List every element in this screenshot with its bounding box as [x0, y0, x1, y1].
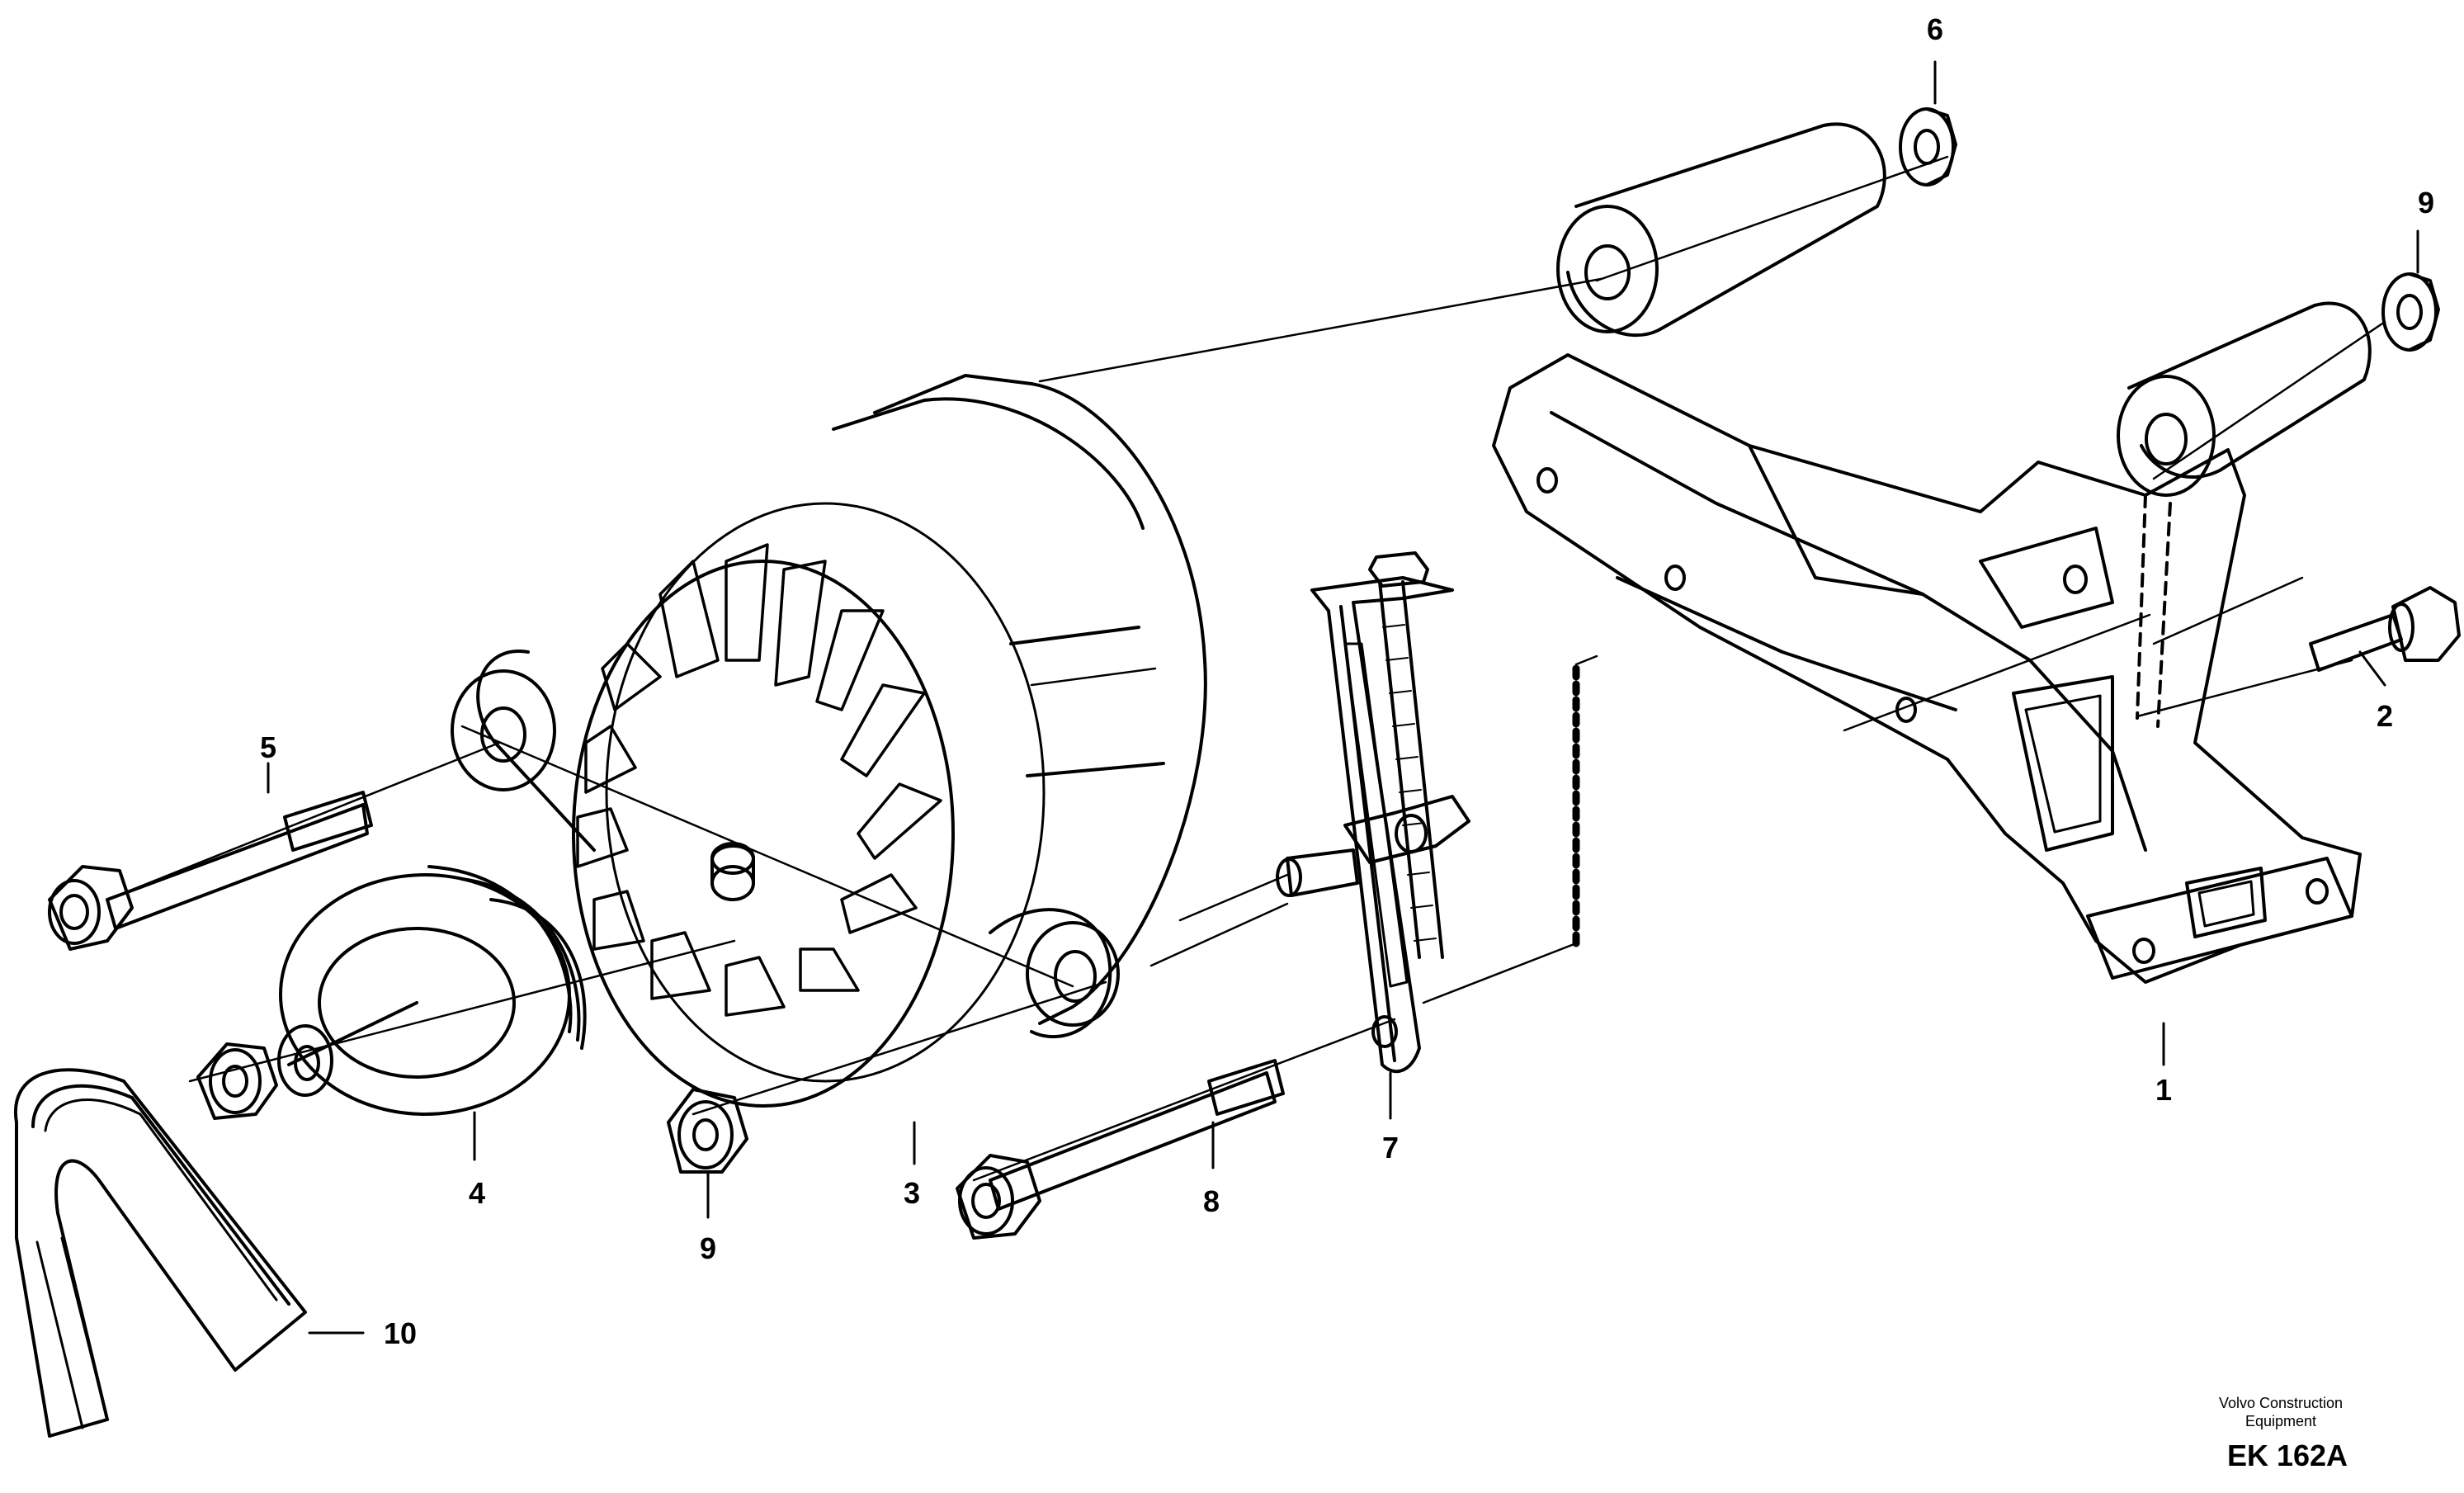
- nut-6: [1899, 107, 1957, 187]
- pulley: [279, 865, 587, 1116]
- callout-numbers: 1 2 3 4 5 6 7 8 9 9 10: [260, 12, 2434, 1350]
- brand-line-1: Volvo Construction: [2218, 1395, 2344, 1411]
- alternator-bracket: [1492, 122, 2372, 984]
- callout-9-upper: 9: [2418, 186, 2434, 220]
- callout-4: 4: [469, 1176, 485, 1210]
- leader-lines: [267, 60, 2419, 1335]
- drawing-code: EK 162A: [2226, 1439, 2348, 1472]
- bolt-2: [2309, 586, 2461, 672]
- callout-2: 2: [2377, 699, 2393, 733]
- nut-9-lower: [667, 1088, 748, 1174]
- callout-9-lower: 9: [700, 1231, 716, 1265]
- callout-7: 7: [1382, 1131, 1399, 1165]
- callout-8: 8: [1203, 1184, 1220, 1218]
- callout-1: 1: [2155, 1073, 2172, 1107]
- belt: [13, 1068, 307, 1438]
- callout-10: 10: [384, 1316, 417, 1350]
- fan-blades: [576, 543, 942, 1017]
- tensioner-strap: [1276, 551, 1470, 1074]
- washer-and-nut: [196, 1024, 333, 1120]
- alternator: [451, 374, 1207, 1108]
- assembly-lines: [106, 155, 2386, 1182]
- callout-6: 6: [1927, 12, 1943, 46]
- bolt-8: [956, 1059, 1285, 1240]
- brand-line-2: Equipment: [2245, 1413, 2317, 1429]
- nut-9-upper: [2381, 272, 2440, 352]
- brand-block: Volvo Construction Equipment: [2182, 1394, 2380, 1430]
- bolt-5: [48, 791, 373, 951]
- drawing-footer: Volvo Construction Equipment EK 162A: [2117, 1386, 2464, 1493]
- callout-3: 3: [904, 1176, 920, 1210]
- callout-5: 5: [260, 730, 276, 764]
